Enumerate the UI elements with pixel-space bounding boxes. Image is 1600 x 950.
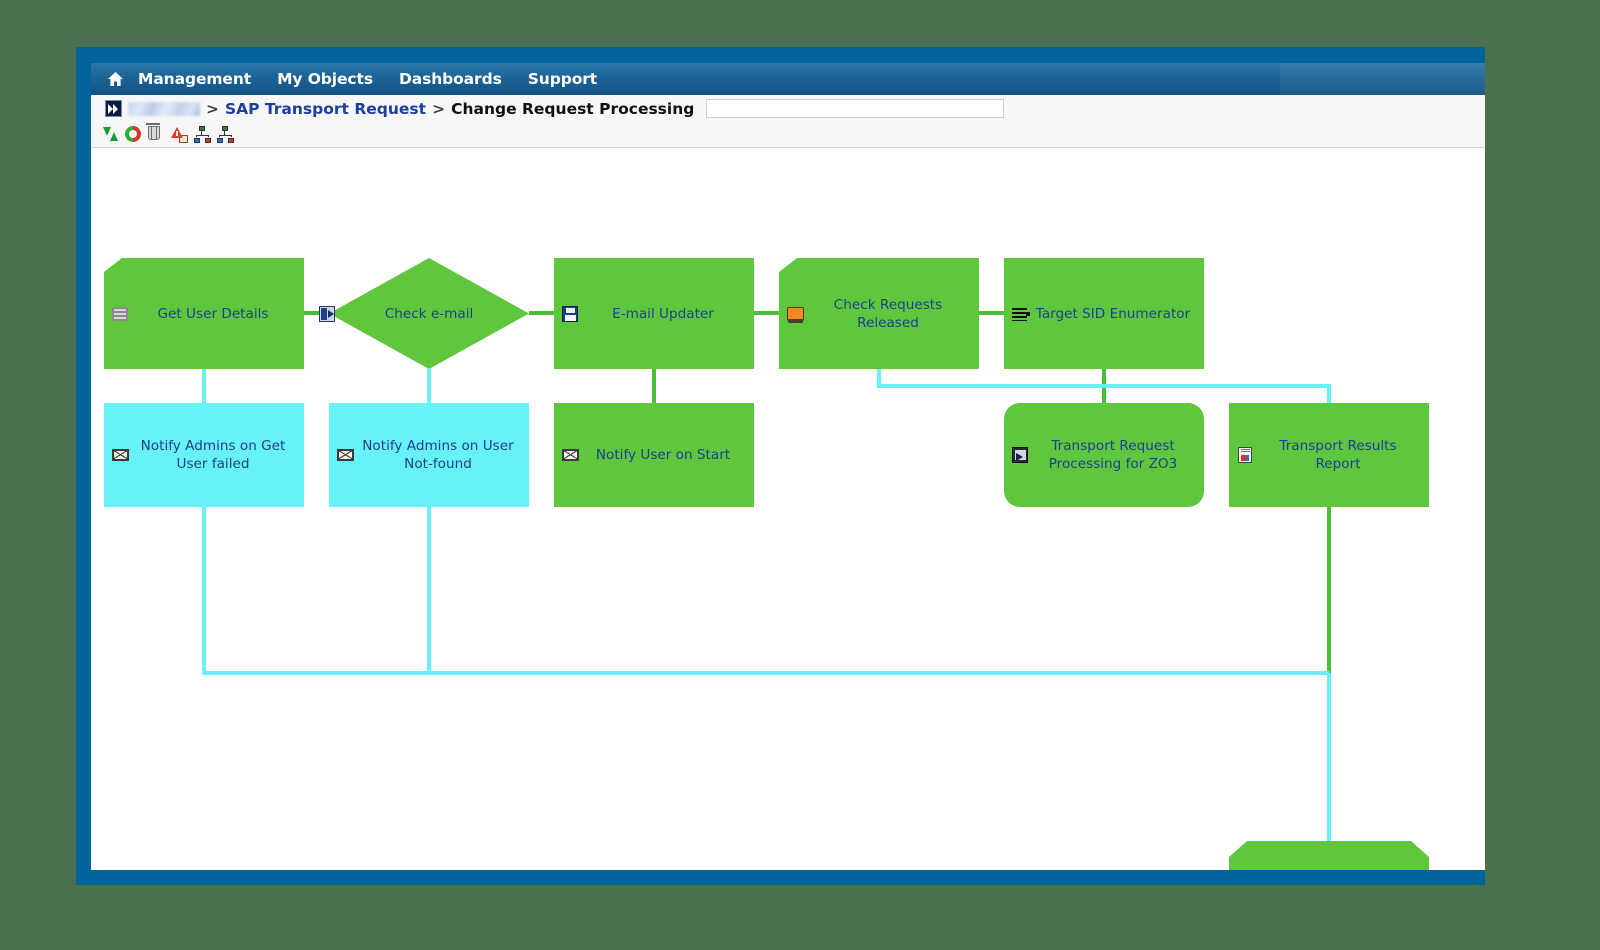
node-transport-request-processing-zo3[interactable]: Transport Request Processing for ZO3 [1004, 403, 1204, 507]
node-label: Notify Admins on User Not-found [362, 438, 514, 472]
subprocess-icon [1012, 446, 1030, 464]
report-icon [1237, 446, 1255, 464]
node-notify-user-on-start[interactable]: Notify User on Start [554, 403, 754, 507]
breadcrumb-separator-1: > [206, 99, 219, 118]
node-shape-rect [329, 403, 529, 507]
node-shape-rect [1004, 258, 1204, 369]
fast-forward-icon [105, 100, 122, 117]
node-label: Target SID Enumerator [1035, 305, 1191, 322]
node-shape-rect [104, 403, 304, 507]
node-label: Notify Admins on Get User failed [140, 438, 286, 472]
node-shape-diamond [329, 258, 529, 369]
node-check-requests-released[interactable]: Check Requests Released [779, 258, 979, 369]
breadcrumb-redacted-segment[interactable] [128, 101, 200, 116]
content-panel: > SAP Transport Request > Change Request… [91, 95, 1485, 870]
main-navigation-bar: Management My Objects Dashboards Support [91, 63, 1485, 95]
gateway-icon [319, 305, 337, 323]
breadcrumb-row: > SAP Transport Request > Change Request… [91, 95, 1485, 122]
breadcrumb: > SAP Transport Request > Change Request… [105, 100, 694, 118]
save-icon [562, 305, 580, 323]
delete-icon[interactable] [148, 126, 165, 143]
mail-icon [112, 446, 130, 464]
node-label: Transport Results Report [1279, 438, 1397, 472]
node-transport-results-report[interactable]: Transport Results Report [1229, 403, 1429, 507]
node-label: Notify User on Start [595, 447, 731, 463]
node-shape-rect [554, 258, 754, 369]
nav-item-support[interactable]: Support [527, 70, 598, 88]
sid-list-icon [1012, 305, 1030, 323]
node-label: Transport Request Processing for ZO3 [1048, 438, 1178, 472]
edge-notify-failed-to-end [202, 507, 1329, 675]
hierarchy-down-icon[interactable] [217, 126, 234, 143]
nav-bar-highlight-region [1280, 63, 1485, 95]
breadcrumb-current-page: Change Request Processing [451, 99, 695, 118]
process-flow-canvas[interactable]: Get User Details Check e-mail E-mail Upd… [91, 149, 1485, 870]
execute-icon[interactable] [102, 126, 119, 143]
node-email-updater[interactable]: E-mail Updater [554, 258, 754, 369]
truck-icon [787, 305, 805, 323]
alerts-icon[interactable] [171, 126, 188, 143]
node-shape-rect [554, 403, 754, 507]
node-label: Check Requests Released [833, 296, 943, 331]
node-shape-rounded [1004, 403, 1204, 507]
home-icon[interactable] [107, 71, 124, 87]
nav-item-dashboards[interactable]: Dashboards [398, 70, 502, 88]
node-check-email[interactable]: Check e-mail [319, 258, 529, 369]
node-target-sid-enumerator[interactable]: Target SID Enumerator [1004, 258, 1204, 369]
edge-check-requests-to-results-report [877, 369, 1331, 403]
breadcrumb-text-field[interactable] [706, 99, 1005, 118]
nav-item-management[interactable]: Management [138, 70, 252, 88]
node-shape-start [779, 258, 979, 369]
node-get-user-details[interactable]: Get User Details [104, 258, 304, 369]
node-notify-admins-get-user-failed[interactable]: Notify Admins on Get User failed [104, 403, 304, 507]
breadcrumb-link-sap-transport-request[interactable]: SAP Transport Request [225, 99, 427, 118]
object-toolbar [91, 122, 1485, 148]
mail-icon [337, 446, 355, 464]
refresh-icon[interactable] [125, 126, 142, 143]
flow-connectors [202, 311, 1331, 841]
node-label: Get User Details [157, 305, 269, 322]
mail-icon [562, 446, 580, 464]
node-shape-end [1229, 841, 1429, 870]
list-icon [112, 305, 130, 323]
hierarchy-up-icon[interactable] [194, 126, 211, 143]
breadcrumb-separator-2: > [432, 99, 446, 118]
node-label: E-mail Updater [612, 305, 714, 322]
node-notify-admins-user-not-found[interactable]: Notify Admins on User Not-found [329, 403, 529, 507]
node-shape-start [104, 258, 304, 369]
nav-item-my-objects[interactable]: My Objects [277, 70, 373, 88]
node-shape-rect [1229, 403, 1429, 507]
node-end[interactable]: End [1229, 841, 1429, 870]
application-window: Management My Objects Dashboards Support… [76, 47, 1485, 885]
node-label: Check e-mail [384, 305, 474, 322]
